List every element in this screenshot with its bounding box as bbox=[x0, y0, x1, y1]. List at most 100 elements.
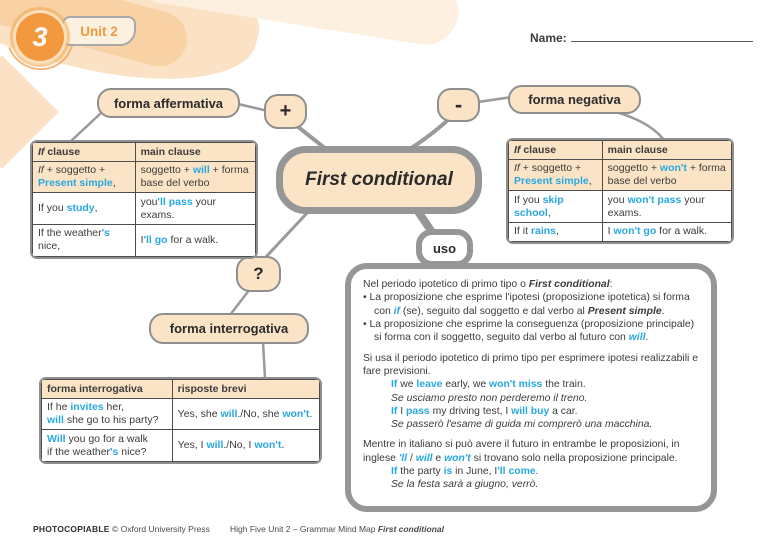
connector-center-question bbox=[262, 210, 310, 261]
text-segment: . bbox=[281, 439, 285, 452]
table-cell: If + soggetto + Present simple, bbox=[32, 160, 136, 194]
text-segment: clause bbox=[47, 145, 81, 158]
text-segment: will bbox=[415, 452, 433, 464]
connector-negative-table bbox=[614, 110, 666, 142]
text-segment: I bbox=[607, 225, 614, 238]
text-segment: my driving test, I bbox=[429, 405, 512, 417]
uso-explanation-box: Nel periodo ipotetico di primo tipo o Fi… bbox=[345, 263, 717, 512]
table-cell: If you study, bbox=[32, 192, 136, 225]
text-segment: pass bbox=[406, 405, 430, 417]
text-segment: Present simple bbox=[587, 305, 662, 317]
uso-text-block: • La proposizione che esprime la consegu… bbox=[363, 318, 699, 345]
table-cell: soggetto + will + forma base del verbo bbox=[134, 160, 256, 194]
node-minus-sign: - bbox=[437, 88, 480, 122]
text-segment: Present simple bbox=[514, 175, 589, 188]
text-segment: will bbox=[628, 332, 646, 344]
uso-text-block: If the party is in June, I'll come. bbox=[391, 465, 699, 478]
table-row: If you skip school,you won't pass your e… bbox=[508, 190, 732, 223]
connector-affirmative-table bbox=[69, 112, 102, 143]
table-cell: Yes, I will./No, I won't. bbox=[171, 429, 320, 462]
text-segment: • La proposizione che esprime l'ipotesi … bbox=[363, 292, 690, 317]
text-segment: skip school bbox=[514, 193, 564, 219]
text-segment: won't bbox=[444, 452, 471, 464]
text-segment: nice, bbox=[38, 240, 61, 253]
text-segment: you bbox=[607, 193, 628, 206]
text-segment: , bbox=[94, 202, 98, 215]
table-header-cell: If clause bbox=[508, 140, 603, 160]
text-segment: your exams. bbox=[607, 193, 705, 219]
text-segment: 's bbox=[110, 445, 119, 458]
table-cell: you won't pass your exams. bbox=[601, 190, 732, 223]
text-segment: won't bbox=[282, 407, 310, 420]
table-cell: If it rains, bbox=[508, 221, 603, 242]
text-segment: If bbox=[391, 405, 398, 417]
text-segment: 'll go bbox=[143, 233, 168, 246]
text-segment: for a walk. bbox=[656, 225, 708, 238]
text-segment: the train. bbox=[542, 379, 586, 391]
text-segment: If bbox=[514, 162, 520, 175]
text-segment: + forma base del verbo bbox=[607, 162, 726, 188]
table-cell: If + soggetto + Present simple, bbox=[508, 158, 603, 192]
text-segment: Se passerò l'esame di guida mi comprerò … bbox=[391, 419, 653, 431]
text-segment: ./No, I bbox=[223, 439, 255, 452]
connector-minus-negative bbox=[476, 95, 514, 104]
uso-text-block: Se passerò l'esame di guida mi comprerò … bbox=[391, 418, 699, 431]
text-segment: Se la festa sarà a giugno, verrò. bbox=[391, 479, 539, 491]
text-segment: : bbox=[609, 279, 613, 290]
node-first-conditional-title: First conditional bbox=[276, 146, 482, 214]
text-segment: 'll come bbox=[497, 466, 536, 478]
level-badge: 3 bbox=[16, 13, 64, 61]
uso-text-block: Se usciamo presto non perderemo il treno… bbox=[391, 392, 699, 405]
text-segment: 'll bbox=[398, 452, 408, 464]
uso-text-block: Mentre in italiano si può avere il futur… bbox=[363, 438, 699, 465]
text-segment: in June, I bbox=[452, 466, 498, 478]
text-segment: Mentre in italiano si può avere il futur… bbox=[363, 439, 680, 464]
text-segment: we bbox=[397, 379, 417, 391]
connector-question-interrogative bbox=[228, 287, 252, 317]
text-segment: e bbox=[432, 452, 445, 464]
text-segment: Si usa il periodo ipotetico di primo tip… bbox=[363, 352, 698, 377]
text-segment: will buy bbox=[511, 405, 550, 417]
text-segment: invites bbox=[70, 401, 104, 414]
text-segment: a car. bbox=[549, 405, 578, 417]
uso-text-block: • La proposizione che esprime l'ipotesi … bbox=[363, 291, 699, 318]
text-segment: won't pass bbox=[627, 193, 682, 206]
text-segment: . bbox=[535, 466, 539, 478]
text-segment: won't bbox=[659, 162, 687, 175]
table-row: If he invites her,will she go to his par… bbox=[41, 397, 320, 431]
text-segment: / bbox=[407, 452, 416, 464]
text-segment: I bbox=[397, 405, 407, 417]
name-label: Name: bbox=[530, 31, 567, 45]
text-segment: forma interrogativa bbox=[47, 382, 143, 395]
text-segment: will bbox=[47, 414, 64, 427]
text-segment: for a walk. bbox=[167, 233, 219, 246]
table-cell: If you skip school, bbox=[508, 190, 603, 223]
text-segment: leave bbox=[416, 379, 443, 391]
text-segment: If bbox=[391, 379, 398, 391]
text-segment: + soggetto + bbox=[43, 164, 106, 177]
table-header-cell: main clause bbox=[601, 140, 732, 160]
table-header-cell: main clause bbox=[134, 142, 256, 162]
text-segment: • La proposizione che esprime la consegu… bbox=[363, 318, 695, 344]
name-input-line bbox=[570, 30, 753, 42]
text-segment: nice? bbox=[118, 445, 147, 458]
uso-text-block: Si usa il periodo ipotetico di primo tip… bbox=[363, 352, 699, 379]
node-plus-sign: + bbox=[264, 94, 307, 129]
text-segment: Yes, I bbox=[177, 439, 207, 452]
text-segment: clause bbox=[523, 143, 557, 156]
text-segment: First conditional bbox=[377, 524, 444, 534]
footer-title-text: High Five Unit 2 – Grammar Mind Map Firs… bbox=[230, 524, 444, 534]
table-cell: you'll pass your exams. bbox=[134, 192, 256, 225]
name-row: Name: bbox=[530, 30, 753, 45]
text-segment: (se), seguito dal soggetto e dal verbo a… bbox=[400, 305, 588, 317]
table-cell: soggetto + won't + forma base del verbo bbox=[601, 158, 732, 192]
text-segment: Present simple bbox=[38, 177, 113, 190]
text-segment: , bbox=[112, 177, 116, 190]
connector-affirmative-plus bbox=[236, 102, 270, 113]
copyright-text: © Oxford University Press bbox=[112, 524, 210, 534]
